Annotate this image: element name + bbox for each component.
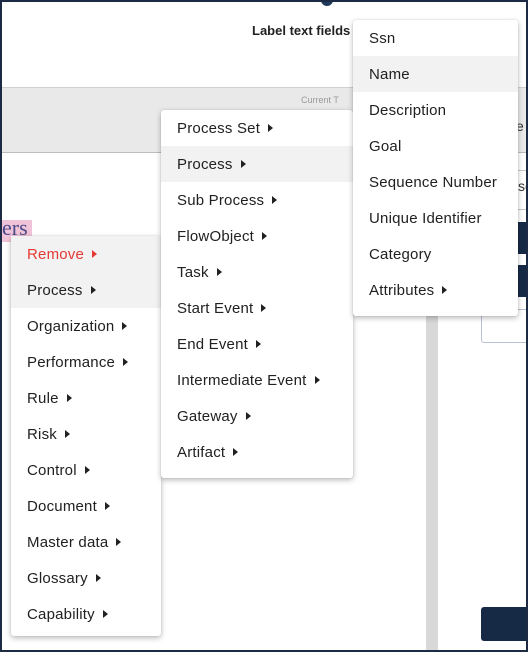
menu1-item-label: Risk (27, 425, 57, 443)
menu2-item-flowobject[interactable]: FlowObject (161, 218, 353, 254)
menu3-item-sequence-number[interactable]: Sequence Number (353, 164, 518, 200)
menu1-item-rule[interactable]: Rule (11, 380, 161, 416)
caret-right-icon (95, 574, 101, 582)
menu1-item-control[interactable]: Control (11, 452, 161, 488)
menu2-item-label: Sub Process (177, 191, 265, 209)
caret-right-icon (216, 268, 222, 276)
menu2-item-label: Process Set (177, 119, 261, 137)
caret-right-icon (64, 430, 70, 438)
caret-right-icon (92, 250, 98, 258)
right-edge-label: e (516, 118, 524, 134)
menu1-item-remove[interactable]: Remove (11, 236, 161, 272)
caret-right-icon (272, 196, 278, 204)
menu3-item-label: Attributes (369, 281, 435, 299)
menu3-item-label: Description (369, 101, 447, 119)
menu1-item-label: Control (27, 461, 77, 479)
menu2-item-artifact[interactable]: Artifact (161, 434, 353, 470)
menu3-item-label: Category (369, 245, 432, 263)
menu1-item-label: Glossary (27, 569, 88, 587)
menu2-item-intermediate-event[interactable]: Intermediate Event (161, 362, 353, 398)
caret-right-icon (116, 538, 122, 546)
caret-right-icon (240, 160, 246, 168)
menu3-item-ssn[interactable]: Ssn (353, 20, 518, 56)
menu1-item-label: Document (27, 497, 97, 515)
menu2-item-start-event[interactable]: Start Event (161, 290, 353, 326)
menu1-item-label: Performance (27, 353, 116, 371)
menu2-item-gateway[interactable]: Gateway (161, 398, 353, 434)
menu3-item-goal[interactable]: Goal (353, 128, 518, 164)
menu1-item-label: Rule (27, 389, 59, 407)
caret-right-icon (90, 286, 96, 294)
menu1-item-risk[interactable]: Risk (11, 416, 161, 452)
menu2-item-process-set[interactable]: Process Set (161, 110, 353, 146)
caret-right-icon (442, 286, 448, 294)
menu1-item-label: Remove (27, 245, 85, 263)
menu2-item-process[interactable]: Process (161, 146, 353, 182)
menu2-item-label: Task (177, 263, 209, 281)
menu1-item-glossary[interactable]: Glossary (11, 560, 161, 596)
menu1-item-master-data[interactable]: Master data (11, 524, 161, 560)
menu2-item-label: Gateway (177, 407, 238, 425)
menu1-item-performance[interactable]: Performance (11, 344, 161, 380)
caret-right-icon (314, 376, 320, 384)
right-input-text: se (518, 178, 528, 194)
menu2-item-label: Artifact (177, 443, 226, 461)
caret-right-icon (268, 124, 274, 132)
menu3-item-label: Name (369, 65, 410, 83)
menu3-item-unique-identifier[interactable]: Unique Identifier (353, 200, 518, 236)
menu3-item-name[interactable]: Name (353, 56, 518, 92)
menu3-item-label: Goal (369, 137, 402, 155)
menu1-item-organization[interactable]: Organization (11, 308, 161, 344)
menu3-item-attributes[interactable]: Attributes (353, 272, 518, 308)
caret-right-icon (102, 610, 108, 618)
top-indicator-icon (321, 0, 333, 6)
caret-right-icon (245, 412, 251, 420)
caret-right-icon (262, 232, 268, 240)
menu2-item-sub-process[interactable]: Sub Process (161, 182, 353, 218)
menu3-item-category[interactable]: Category (353, 236, 518, 272)
highlighted-text: ers (2, 215, 28, 240)
page-title: Label text fields (252, 23, 351, 38)
menu2-item-end-event[interactable]: End Event (161, 326, 353, 362)
menu1-item-label: Master data (27, 533, 109, 551)
caret-right-icon (104, 502, 110, 510)
caret-right-icon (256, 340, 262, 348)
caret-right-icon (66, 394, 72, 402)
menu1-item-label: Capability (27, 605, 95, 623)
menu2-item-label: End Event (177, 335, 249, 353)
menu2-item-task[interactable]: Task (161, 254, 353, 290)
menu3-item-label: Ssn (369, 29, 396, 47)
caret-right-icon (84, 466, 90, 474)
menu3-item-description[interactable]: Description (353, 92, 518, 128)
menu2-item-label: Process (177, 155, 233, 173)
current-label: Current T (301, 95, 339, 105)
menu1-item-label: Organization (27, 317, 115, 335)
menu1-item-document[interactable]: Document (11, 488, 161, 524)
menu3-item-label: Unique Identifier (369, 209, 482, 227)
caret-right-icon (122, 322, 128, 330)
caret-right-icon (123, 358, 129, 366)
menu1-item-capability[interactable]: Capability (11, 596, 161, 632)
menu3-item-label: Sequence Number (369, 173, 498, 191)
menu2-item-label: Intermediate Event (177, 371, 307, 389)
menu2-item-label: FlowObject (177, 227, 255, 245)
menu1-item-process[interactable]: Process (11, 272, 161, 308)
menu1-item-label: Process (27, 281, 83, 299)
menu2-item-label: Start Event (177, 299, 254, 317)
caret-right-icon (261, 304, 267, 312)
caret-right-icon (233, 448, 239, 456)
right-bottom-button[interactable] (481, 607, 528, 641)
